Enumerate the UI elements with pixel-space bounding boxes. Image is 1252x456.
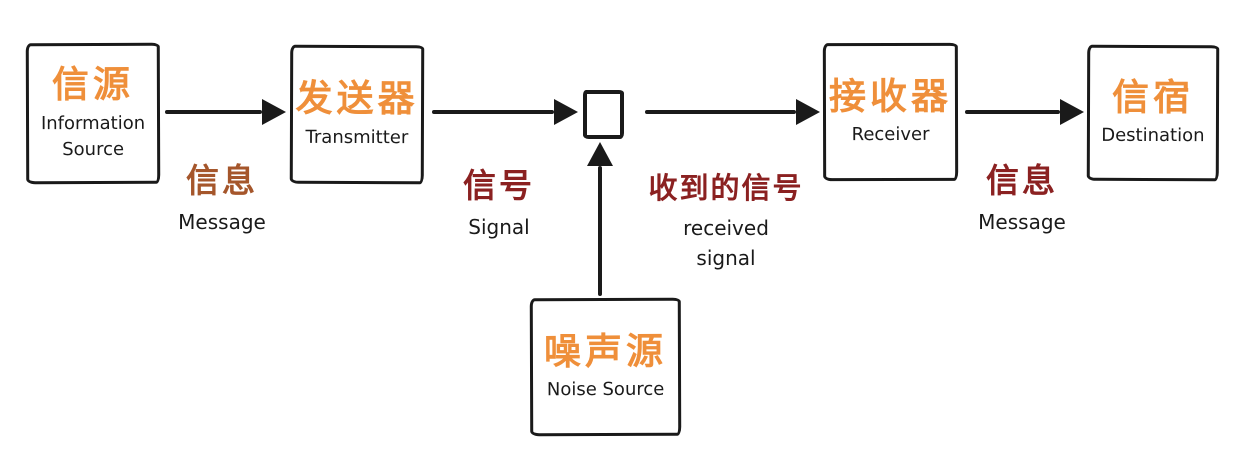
edge-label-message-2-en: Message [978,210,1066,235]
arrow-noise-to-channel [586,142,614,296]
arrowhead-right-icon [1060,99,1084,125]
edge-label-signal: 信号 Signal [443,166,555,242]
arrowhead-up-icon [587,142,613,166]
node-information-source: 信源 Information Source [25,42,161,185]
edge-label-received-signal-cn: 收到的信号 [648,171,804,205]
channel-junction-square [583,90,624,139]
edge-label-message-1-cn: 信息 [186,161,258,200]
node-destination-en-label: Destination [1101,125,1205,147]
arrow-shaft [965,110,1060,114]
node-transmitter-en-label: Transmitter [305,126,409,148]
node-transmitter-cn-label: 发送器 [295,76,419,121]
arrow-shaft [432,110,554,114]
arrowhead-right-icon [262,99,286,125]
node-transmitter: 发送器 Transmitter [289,44,425,185]
edge-label-message-2-cn: 信息 [986,161,1058,200]
edge-label-message-1: 信息 Message [158,161,286,237]
node-receiver-en-label: Receiver [851,124,930,146]
edge-label-message-1-en: Message [178,210,266,235]
node-destination-cn-label: 信宿 [1111,75,1195,119]
node-destination: 信宿 Destination [1086,44,1220,182]
node-noise-source-en-label: Noise Source [546,379,665,401]
arrow-source-to-transmitter [165,98,286,126]
arrowhead-right-icon [554,99,578,125]
arrow-channel-to-receiver [645,98,820,126]
node-receiver-cn-label: 接收器 [828,74,953,118]
node-noise-source-cn-label: 噪声源 [543,329,668,373]
edge-label-signal-cn: 信号 [463,166,535,205]
node-information-source-cn-label: 信源 [51,62,134,107]
edge-label-message-2: 信息 Message [958,161,1086,237]
arrow-shaft [598,166,602,296]
edge-label-signal-en: Signal [468,215,530,240]
arrow-shaft [645,110,796,114]
arrow-transmitter-to-channel [432,98,578,126]
arrow-shaft [165,110,262,114]
edge-label-received-signal: 收到的信号 received signal [631,171,821,273]
node-receiver: 接收器 Receiver [822,42,959,182]
node-noise-source: 噪声源 Noise Source [529,297,682,437]
arrow-receiver-to-destination [965,98,1084,126]
arrowhead-right-icon [796,99,820,125]
edge-label-received-signal-en: received signal [683,215,769,270]
node-information-source-en-label: Information Source [40,112,146,160]
